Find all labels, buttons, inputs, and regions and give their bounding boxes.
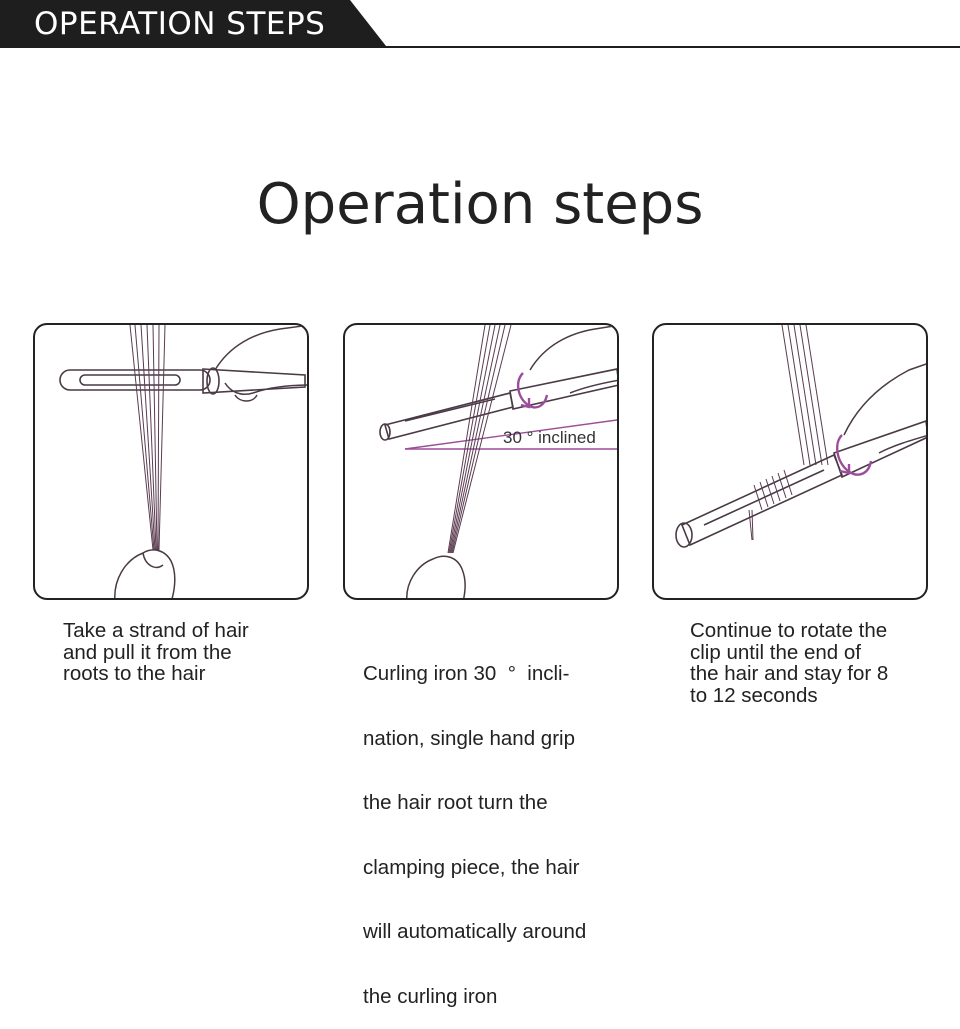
step-3-illustration: [652, 323, 928, 600]
step-1-illustration: [33, 323, 309, 600]
hand-icon: [843, 363, 926, 454]
curling-iron-icon: [675, 420, 926, 548]
header-bar: OPERATION STEPS: [0, 0, 960, 48]
hair-strand-icon: [129, 325, 166, 551]
caption-line: the hair and stay for 8: [690, 662, 889, 685]
caption-line: the hair root turn the: [363, 791, 548, 814]
step-2-drawing: 30 ° inclined: [379, 325, 617, 598]
caption-line: nation, single hand grip: [363, 726, 575, 750]
step-2-illustration: 30 ° inclined: [343, 323, 619, 600]
page-title: Operation steps: [256, 172, 704, 237]
step-1-caption: Take a strand of hair and pull it from t…: [63, 620, 249, 685]
hand-icon: [529, 325, 617, 394]
hair-strand-icon: [447, 325, 512, 554]
step-1-drawing: [59, 325, 307, 598]
rotation-arrow-icon: [516, 372, 549, 409]
hair-wrap-icon: [748, 469, 793, 541]
header-tab: [0, 0, 386, 46]
caption-line: Continue to rotate the: [690, 619, 888, 642]
rotation-arrow-icon: [836, 434, 873, 476]
hand-icon: [406, 555, 466, 598]
header-title: OPERATION STEPS: [34, 6, 326, 42]
caption-line: the curling iron: [363, 984, 498, 1008]
hair-strand-icon: [781, 325, 829, 466]
step-2-caption: Curling iron 30 ° incli- nation, single …: [363, 620, 586, 1029]
caption-line: and pull it from the: [63, 640, 232, 664]
header-rule: [0, 46, 960, 48]
caption-line: roots to the hair: [63, 662, 206, 685]
caption-line: Take a strand of hair: [63, 619, 249, 642]
angle-label: 30 ° inclined: [503, 428, 596, 447]
caption-line: Curling iron 30 ° incli-: [363, 662, 570, 685]
step-3-caption: Continue to rotate the clip until the en…: [690, 620, 888, 706]
angle-guide-lines: [404, 419, 617, 450]
curling-iron-icon: [59, 367, 306, 395]
step-3-drawing: [675, 325, 926, 548]
caption-line: clip until the end of: [690, 640, 861, 664]
hand-icon: [214, 325, 307, 402]
caption-line: clamping piece, the hair: [363, 855, 580, 879]
caption-line: will automatically around: [363, 920, 587, 943]
caption-line: to 12 seconds: [690, 683, 818, 707]
hand-icon: [114, 549, 176, 598]
